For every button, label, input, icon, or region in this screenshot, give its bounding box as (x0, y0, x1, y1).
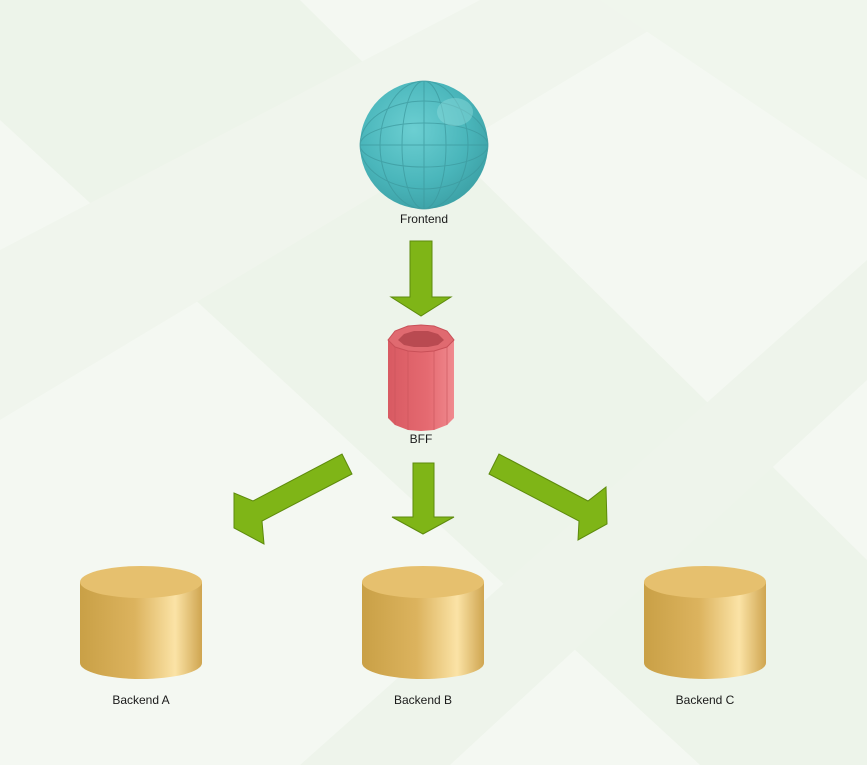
arrow-bff-to-backend-b (391, 462, 455, 535)
bff-label: BFF (409, 432, 433, 446)
arrow-bff-to-backend-a (233, 453, 353, 545)
backend-c-label: Backend C (675, 693, 735, 707)
frontend-sphere-icon (359, 80, 489, 210)
backend-a-cylinder-icon (80, 566, 202, 679)
edge-bff-backend-a (233, 453, 353, 545)
bff-cylinder-icon (387, 324, 455, 431)
edge-bff-backend-c (488, 453, 608, 541)
backend-c-cylinder-icon (644, 566, 766, 679)
arrow-frontend-to-bff (389, 240, 453, 317)
frontend-label: Frontend (399, 212, 449, 226)
backend-b-cylinder-icon (362, 566, 484, 679)
edge-bff-backend-b (391, 462, 455, 535)
backend-a-label: Backend A (112, 693, 170, 707)
arrow-bff-to-backend-c (488, 453, 608, 541)
edge-frontend-bff (389, 240, 453, 317)
backend-b-label: Backend B (393, 693, 453, 707)
